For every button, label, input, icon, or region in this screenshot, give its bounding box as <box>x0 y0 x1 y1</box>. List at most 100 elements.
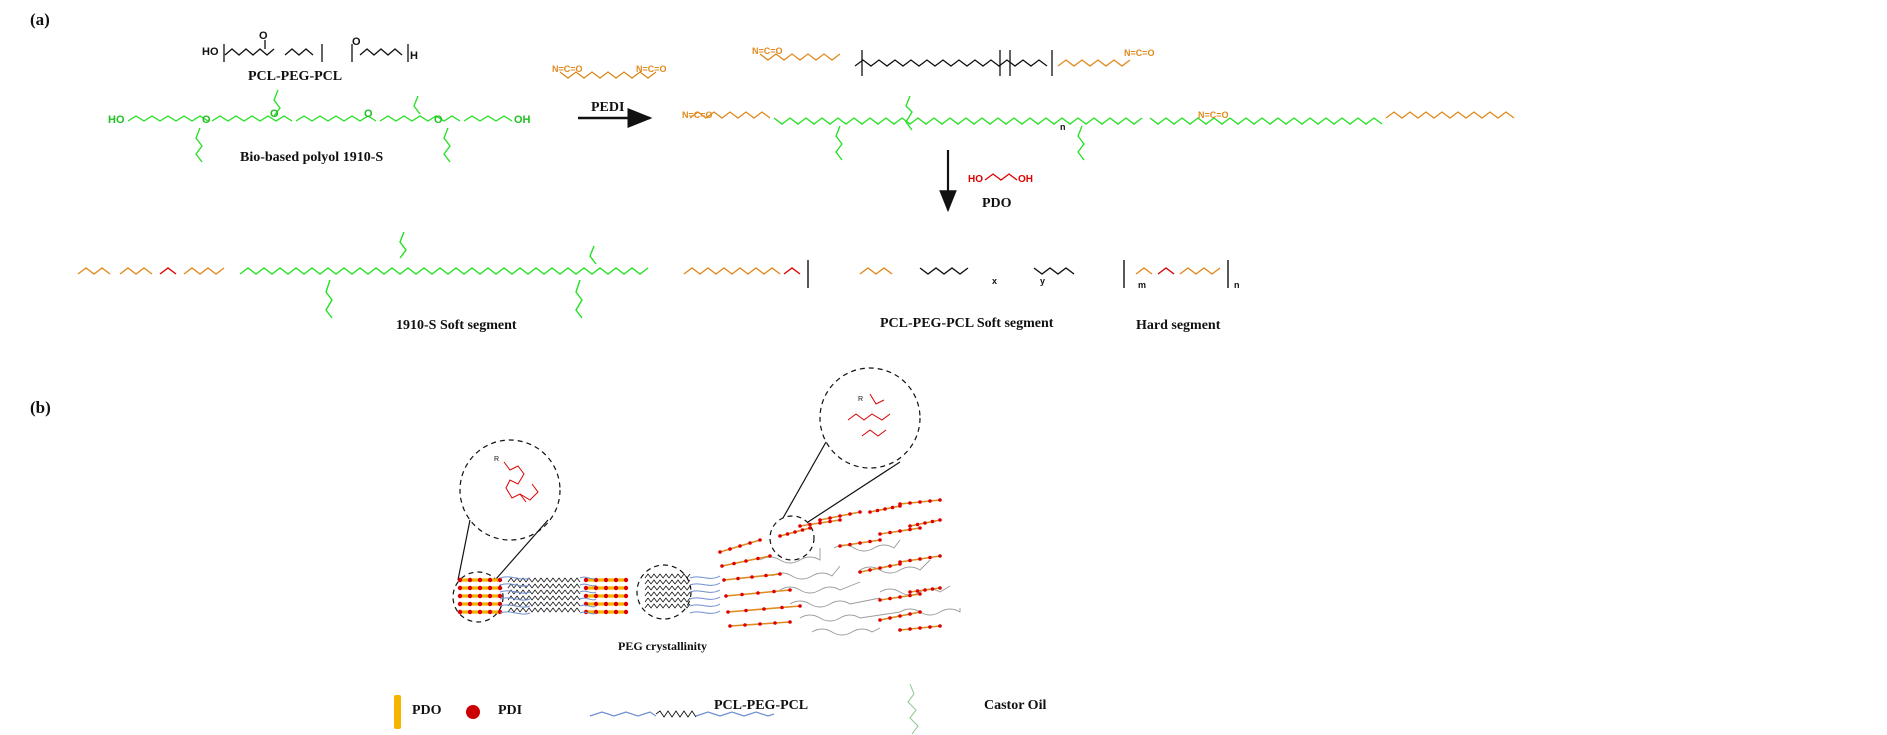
castor-oil-chain <box>799 611 901 622</box>
pdi-dot <box>603 609 609 615</box>
pdi-dot <box>613 601 619 607</box>
pdi-dot <box>858 510 862 514</box>
pcl-chain <box>689 575 721 579</box>
polyol-label: Bio-based polyol 1910-S <box>240 150 384 165</box>
pdi-dot <box>908 627 912 631</box>
pdi-dot <box>878 618 882 622</box>
pdi-dot <box>583 585 589 591</box>
atom-ho-pclpegpcl: HO <box>202 46 219 58</box>
pdi-dot <box>888 530 892 535</box>
pcl-chain <box>499 597 531 601</box>
pdi-dot <box>923 521 927 525</box>
pdi-dot <box>938 624 942 628</box>
castor-oil-chain <box>771 565 841 580</box>
castor-oil-chain <box>779 581 861 594</box>
pdi-dot <box>838 514 842 518</box>
pdi-dot <box>623 585 629 591</box>
pdi-dot <box>798 524 802 528</box>
atom-o-polyol-3: O <box>364 108 373 120</box>
pdi-dot <box>918 557 922 561</box>
pdi-dot <box>772 589 776 594</box>
pcl-chain <box>579 611 597 615</box>
peg-zigzag <box>644 579 691 585</box>
pdi-dot <box>898 502 902 506</box>
pdi-dot <box>868 510 872 514</box>
segment-1910s-label: 1910-S Soft segment <box>396 318 517 333</box>
pdi-dot <box>793 530 797 534</box>
atom-nco-prepoly-2: N=C=O <box>1124 48 1155 58</box>
atom-r-right: R <box>858 396 864 403</box>
pdi-dot <box>758 538 762 542</box>
pcl-chain <box>499 576 531 580</box>
prepolymer-top-structure <box>759 50 1131 76</box>
peg-zigzag <box>644 573 691 579</box>
pdi-dot <box>908 593 912 598</box>
pdi-dot <box>918 592 922 596</box>
pcl-peg-pcl-structure <box>223 40 409 62</box>
pdi-dot <box>918 626 922 630</box>
pdi-dot <box>457 601 463 607</box>
pdi-dot <box>908 558 912 563</box>
legend-pdi-swatch <box>466 705 480 719</box>
pcl-chain <box>689 596 721 600</box>
peg-zigzag <box>507 583 581 589</box>
pdi-dot <box>908 590 912 594</box>
pdi-dot <box>898 628 902 632</box>
pdi-dot <box>487 593 493 599</box>
pdi-dot <box>724 594 728 598</box>
pdi-dot <box>773 621 777 625</box>
pdi-dot <box>898 560 902 564</box>
pdi-dot <box>744 559 748 563</box>
pcl-chain <box>579 583 597 587</box>
atom-x: x <box>992 276 998 286</box>
pdi-dot <box>726 610 730 614</box>
legend-castor-oil-swatch <box>907 683 919 735</box>
atom-nco-pedi-right: N=C=O <box>636 64 667 74</box>
pcl-chain <box>499 611 531 615</box>
pdi-dot <box>908 501 912 505</box>
zoom-connectors <box>457 441 901 581</box>
pdi-dot <box>743 623 747 627</box>
legend-pcl-peg-pcl-label: PCL-PEG-PCL <box>714 698 809 713</box>
pdi-dot <box>738 544 742 548</box>
pcl-chain <box>689 589 721 593</box>
atom-o-polyol-4: O <box>434 114 443 126</box>
hbond-structure-right <box>847 393 891 437</box>
pdi-dot <box>603 593 609 599</box>
pdi-dot <box>623 601 629 607</box>
pdi-dot <box>838 518 842 522</box>
pcl-chain <box>499 604 531 608</box>
pdi-dot <box>583 593 589 599</box>
pdi-dot <box>908 612 912 616</box>
atom-oh-pdo: OH <box>1018 174 1033 185</box>
pdi-dot <box>878 566 882 570</box>
segment-hard-label: Hard segment <box>1136 318 1221 333</box>
pdi-dot <box>828 516 832 520</box>
atom-o-1: O <box>259 30 268 42</box>
pcl-chain <box>579 576 597 580</box>
pdi-dot <box>918 610 922 614</box>
pdi-dot <box>875 508 880 513</box>
pdi-dot <box>818 518 822 522</box>
pdi-dot <box>497 609 503 615</box>
pdi-dot <box>477 601 483 607</box>
pdi-dot <box>744 608 748 613</box>
castor-oil-chain <box>811 627 881 636</box>
atom-nsub-prepoly: n <box>1060 122 1066 132</box>
pdi-dot <box>780 605 784 610</box>
pdi-dot <box>487 601 493 607</box>
pdi-dot <box>457 577 463 583</box>
atom-m: m <box>1138 280 1147 290</box>
pdi-dot <box>938 498 942 502</box>
pdi-dot <box>603 601 609 607</box>
pdi-dot <box>908 524 912 528</box>
peg-zigzag <box>644 603 691 609</box>
pdi-dot <box>898 614 902 618</box>
pdi-dot <box>928 555 932 560</box>
pdi-dot <box>778 534 782 538</box>
atom-o-2: O <box>352 36 361 48</box>
segment-pclpegpcl-label: PCL-PEG-PCL Soft segment <box>880 316 1054 331</box>
pdi-dot <box>930 587 935 591</box>
pdi-dot <box>728 624 732 628</box>
prepolymer-bottom-structure <box>689 95 1515 161</box>
